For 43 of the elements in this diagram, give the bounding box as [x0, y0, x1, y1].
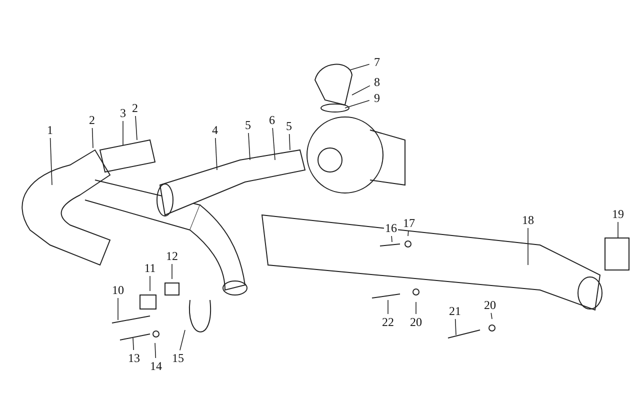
- leader-line: [248, 132, 250, 160]
- leader-line: [180, 330, 186, 351]
- leader-line: [454, 318, 456, 336]
- leader-line: [122, 120, 124, 146]
- callout-number: 14: [149, 360, 163, 372]
- callout-number: 8: [373, 76, 381, 88]
- callout-number: 2: [88, 114, 96, 126]
- callout-number: 1: [46, 124, 54, 136]
- callout-number: 19: [611, 208, 625, 220]
- leader-line: [92, 128, 94, 148]
- leader-line: [135, 116, 138, 140]
- callout-number: 20: [409, 316, 423, 328]
- callout-number: 17: [402, 217, 416, 229]
- callout-number: 4: [211, 124, 219, 136]
- callout-number: 3: [119, 107, 127, 119]
- callout-number: 13: [127, 352, 141, 364]
- leader-line: [288, 134, 290, 150]
- callout-number: 9: [373, 92, 381, 104]
- callout-number: 2: [131, 102, 139, 114]
- callout-number: 22: [381, 316, 395, 328]
- leader-line: [408, 230, 409, 236]
- callout-number: 20: [483, 299, 497, 311]
- callout-number: 5: [285, 120, 293, 132]
- callout-number: 5: [244, 119, 252, 131]
- leader-line: [350, 64, 370, 70]
- callout-number: 7: [373, 56, 381, 68]
- leader-line: [391, 236, 392, 242]
- leader-line: [50, 138, 52, 186]
- leader-line: [154, 342, 156, 358]
- leader-line: [344, 100, 370, 108]
- callout-number: 12: [165, 250, 179, 262]
- leader-line: [272, 128, 276, 160]
- callout-number: 11: [143, 262, 157, 274]
- leader-line: [215, 138, 218, 170]
- callout-number: 18: [521, 214, 535, 226]
- leader-line: [352, 85, 370, 96]
- leader-line: [132, 338, 134, 350]
- callout-number: 16: [384, 222, 398, 234]
- callout-number: 21: [448, 305, 462, 317]
- callout-number: 6: [268, 114, 276, 126]
- leader-line: [490, 312, 492, 320]
- callout-number: 15: [171, 352, 185, 364]
- callout-number: 10: [111, 284, 125, 296]
